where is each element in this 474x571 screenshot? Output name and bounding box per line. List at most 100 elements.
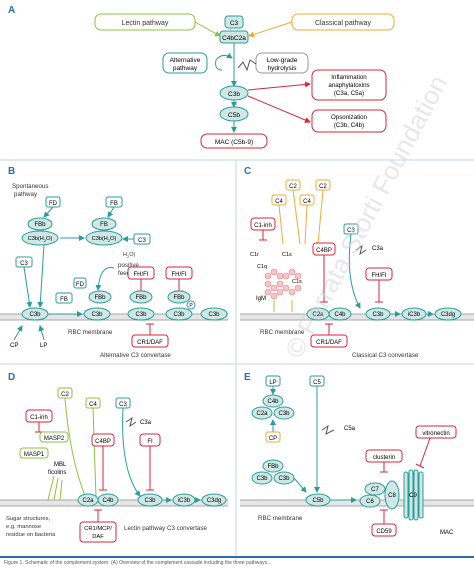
c4b-label-e: C4b [267,399,279,405]
membrane-e [240,500,474,506]
c3b-label-d: C3b [144,498,156,504]
spontaneous-line2: pathway [14,191,38,198]
alt-convertase-label: Alternative C3 convertase [100,352,171,359]
c2-label-c2: C2 [319,184,327,190]
c3b-label-b4: C3b [173,312,185,318]
c5b-label-a: C5b [228,112,240,119]
fb-ellipse-2 [91,217,117,231]
c4b-node-e [262,394,284,408]
masp2-label: MASP2 [44,436,65,442]
c3a-label-d: C3a [140,420,152,426]
c3b-node-b5 [200,307,228,321]
c3b-label-e1: C3b [278,411,290,417]
vitronectin-box [415,425,457,439]
alt-pathway-line1: Alternative [170,57,201,64]
fbb-node-1 [27,217,53,231]
fd-node-2 [73,277,87,289]
cr1-mcp-daf-box [79,521,117,543]
fi-label-d: FI [147,439,153,445]
c3a-label-c: C3a [372,246,384,252]
fhfi-label-b1: FH/FI [134,272,149,278]
fb-node-3 [55,292,73,304]
lp-label-e: LP [269,380,276,386]
panel-e-letter: E [244,372,251,383]
c3b-label-b1: C3b [29,312,41,318]
mac-box-a [200,133,268,149]
fhfi-label-c: FH/FI [372,273,387,279]
c6-label-e: C6 [366,499,374,505]
c6-node-e [359,494,381,508]
sugar-line2: e.g. mannose [6,524,41,530]
low-grade-line1: Low-grade [267,57,298,64]
c3-label-b1: C3 [138,238,146,244]
fb-label-1: FB [110,201,118,207]
c3-node-a [224,15,244,29]
inflammation-line3: (C3a, C5a) [334,90,364,97]
c2-label-d: C2 [61,392,69,398]
inflammation-line2: anaphylatoxins [328,82,369,89]
c1-complex [264,268,302,300]
c2a-node-e [251,406,273,420]
c3dg-node-d [201,493,227,507]
classical-convertase-label: Classical C3 convertase [352,352,419,359]
cr1-mcp-label: CR1/MCP/ [84,526,112,532]
c9-pore [403,469,424,521]
sugar-line1: Sugar structures, [6,516,51,522]
low-grade-box [255,52,309,74]
fbb-node-e [262,459,284,473]
spontaneous-line1: Spontaneous [12,183,48,190]
fbb-node-2 [88,290,112,304]
cr1daf-box-c [310,334,348,348]
c4b-label-d: C4b [102,498,114,504]
c3b-node-e1 [273,406,295,420]
masp1-node [19,447,49,459]
fbb-label-4: FBb [173,295,185,301]
c3bh2o-label-1: C3b(H2O) [28,236,53,243]
footer-caption: Figure 1. Schematic of the complement sy… [4,560,271,566]
c4b-label-c: C4b [334,312,346,318]
c3b-label-a: C3b [228,91,240,98]
c3b-label-e2: C3b [256,476,268,482]
c3b-label-b2: C3b [91,312,103,318]
c4-label-c1: C4 [275,199,283,205]
panel-a-letter: A [8,5,15,16]
c1r-label: C1r [250,252,259,258]
c4b-node-d [97,493,119,507]
cd59-label: CD59 [376,529,392,535]
c3b-node-e2 [251,471,273,485]
inflammation-box [311,69,387,101]
c1s-label: C1s [282,252,292,258]
lp-label-b: LP [40,343,47,349]
ic3b-label-c: iC3b [408,312,421,318]
fbb-node-4 [167,290,191,304]
c2a-label-d: C2a [82,498,94,504]
mac-label-a: MAC (C5b-9) [215,139,253,146]
c3b-node-b4 [165,307,193,321]
c4bp-label-d: C4BP [95,439,111,445]
cp-label-b: CP [10,343,18,349]
mbl-label-1: MBL [54,462,67,468]
membrane-b [0,314,228,320]
c4-label-d: C4 [89,402,97,408]
h2o-text-b: H2O) [123,252,135,259]
membrane-c [240,314,474,320]
properdin-node [186,300,196,310]
c8-label-e: C8 [388,493,396,499]
c4bp-label-c: C4BP [316,248,332,254]
c9-label-e: C9 [409,493,417,499]
fb-label-3: FB [60,297,68,303]
cr1daf-box-b [131,334,169,348]
c3dg-label-d: C3dg [207,498,221,504]
fb-ellipse-label-2: FB [100,222,108,228]
c3dg-node-c [434,307,462,321]
c5-label-e: C5 [313,380,321,386]
c4b-node-c [328,307,352,321]
mbl-structure [47,475,63,501]
igm-label: IgM [256,296,266,302]
c3-label-c: C3 [347,228,355,234]
c5b-label-e: C5b [312,498,324,504]
c2-label-c1: C2 [289,184,297,190]
ic3b-label-d: iC3b [178,498,191,504]
mac-label-e: MAC [440,530,454,536]
c4-label-c2: C4 [303,199,311,205]
